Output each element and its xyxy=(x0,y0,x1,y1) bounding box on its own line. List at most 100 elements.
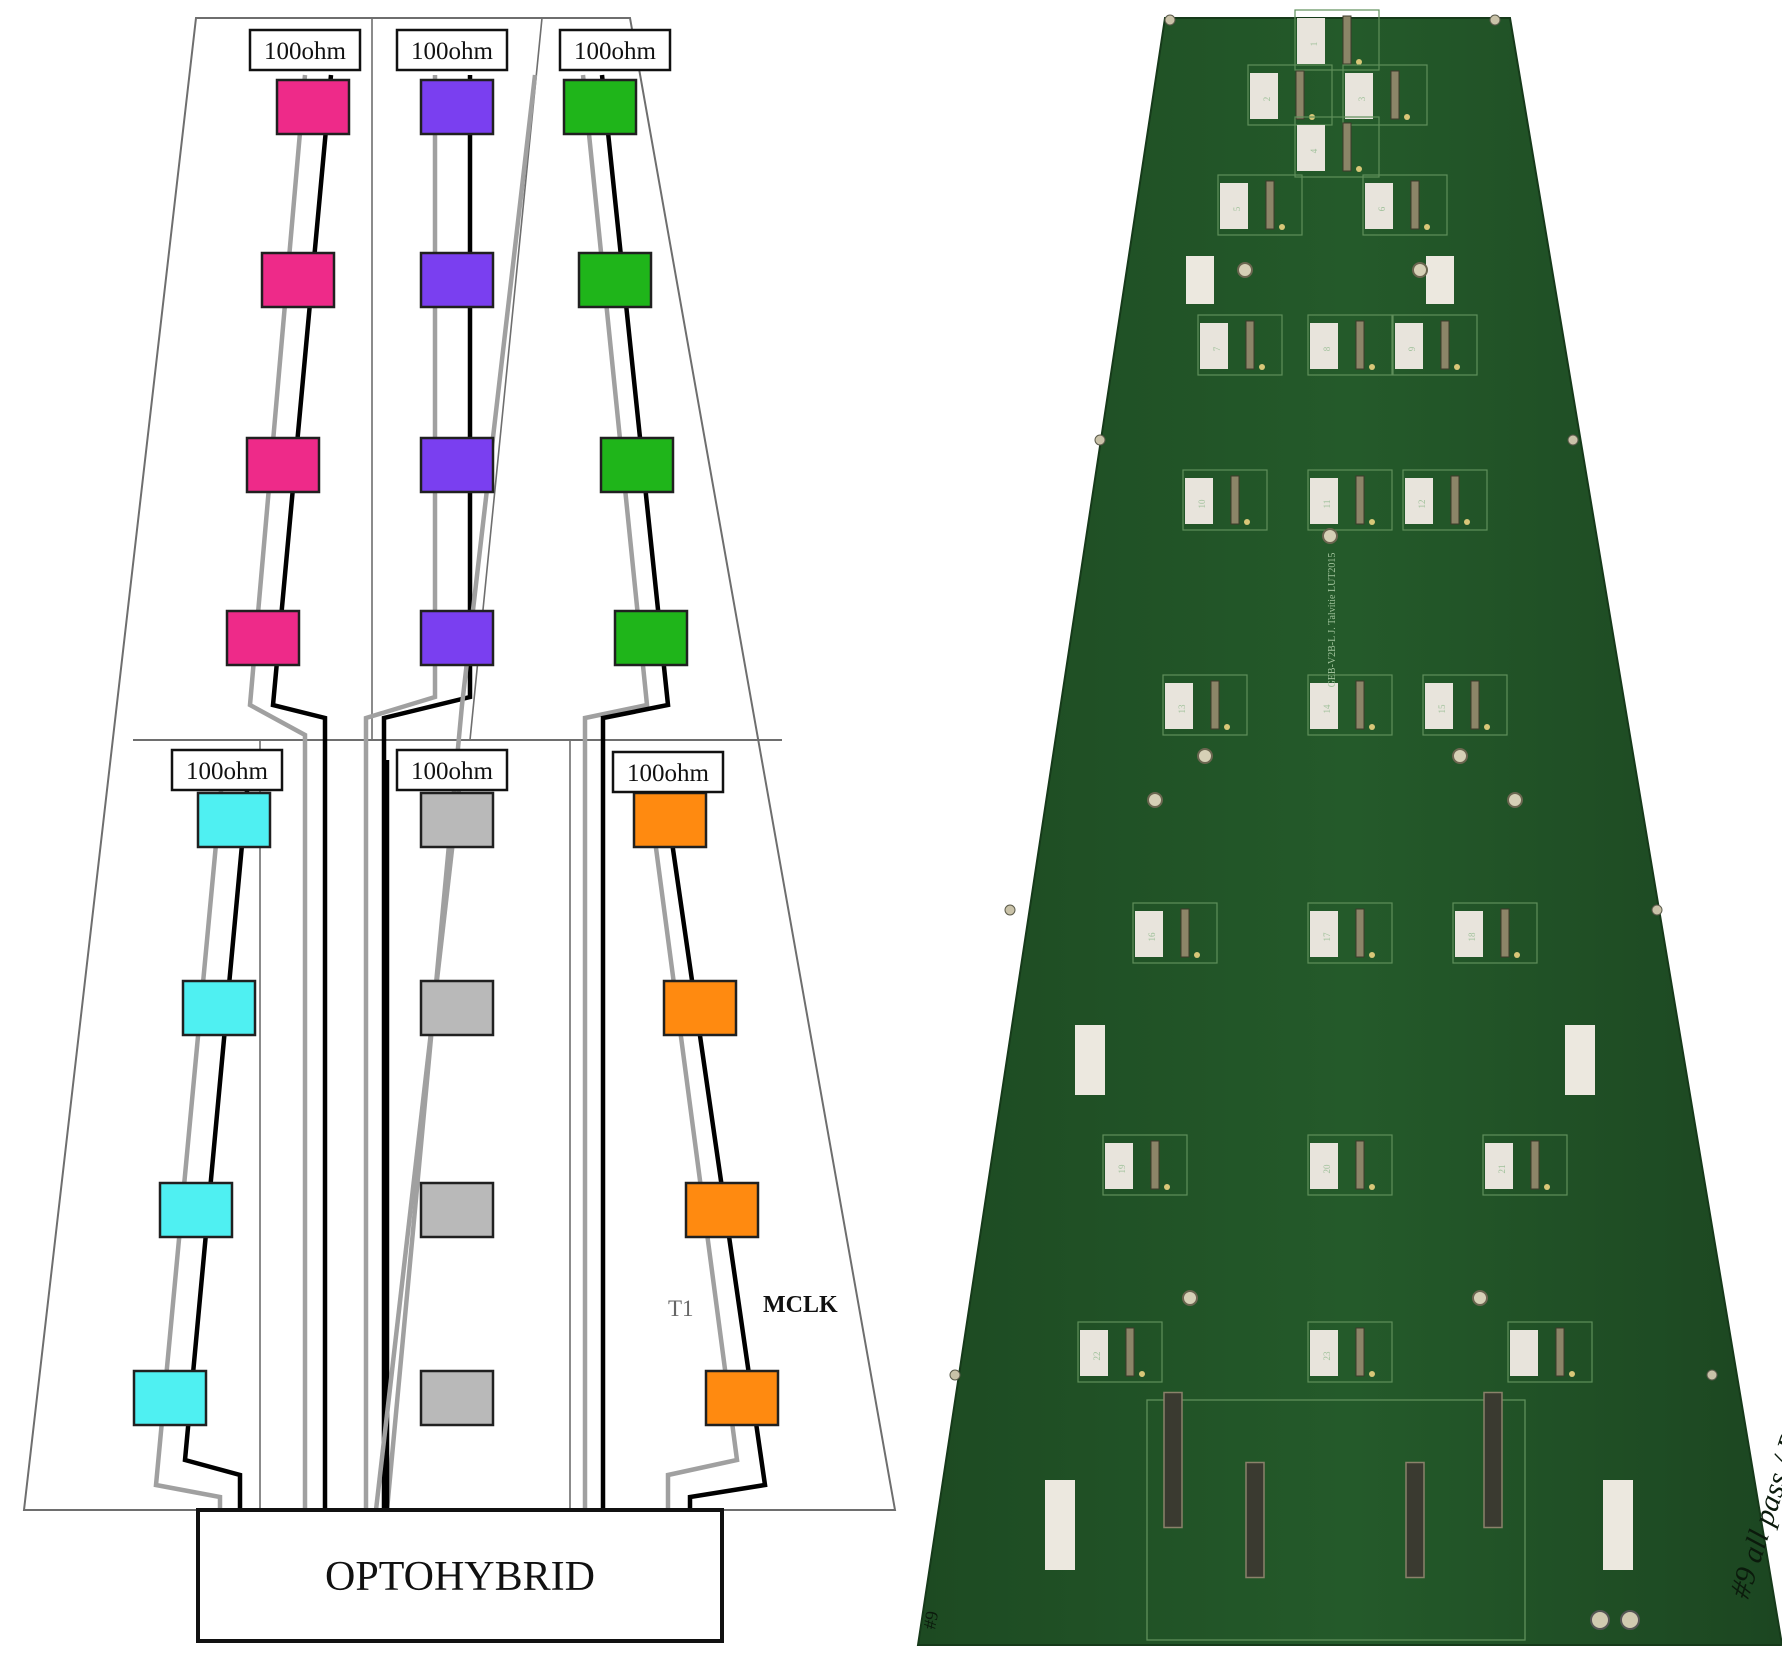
vfat-slot-pad xyxy=(1405,478,1433,524)
standoff xyxy=(1507,792,1523,808)
vfat-slot-pad xyxy=(1310,911,1338,957)
vfat-slot-outline xyxy=(1162,674,1248,736)
optohybrid-footprint xyxy=(1146,1399,1526,1641)
corner-mark: #9 xyxy=(919,1609,942,1630)
terminator-box xyxy=(248,28,362,72)
vfat-chip-purple xyxy=(419,78,495,136)
terminator-label: 100ohm xyxy=(627,760,710,787)
vfat-connector xyxy=(1355,908,1365,958)
solder-point xyxy=(1139,1371,1145,1377)
vfat-slot-outline xyxy=(1482,1134,1568,1196)
vfat-connector xyxy=(1355,1327,1365,1377)
vfat-connector xyxy=(1265,180,1275,230)
vfat-slot-pad xyxy=(1080,1330,1108,1376)
slot-number: 3 xyxy=(1357,96,1367,101)
standoff xyxy=(1452,748,1468,764)
standoff xyxy=(1147,792,1163,808)
t1-trace xyxy=(644,779,740,1510)
vfat-slot-pad xyxy=(1297,125,1325,171)
vfat-slot-pad xyxy=(1455,911,1483,957)
white-label xyxy=(1565,1025,1595,1095)
vfat-slot-pad xyxy=(1200,323,1228,369)
slot-number: 14 xyxy=(1322,704,1332,714)
slot-number: 20 xyxy=(1322,1164,1332,1174)
t1-trace xyxy=(580,74,650,1510)
slot-number: 8 xyxy=(1322,346,1332,351)
vfat-slot-pad xyxy=(1250,73,1278,119)
vfat-slot-outline xyxy=(1307,902,1393,964)
terminator-label: 100ohm xyxy=(411,38,494,65)
vfat-connector xyxy=(1342,15,1352,65)
terminator-box xyxy=(611,750,725,794)
terminator-label: 100ohm xyxy=(186,758,269,785)
mclk-trace xyxy=(270,74,334,1510)
vfat-chip-magenta xyxy=(225,609,301,667)
solder-point xyxy=(1424,224,1430,230)
vfat-slot-outline xyxy=(1307,469,1393,531)
vfat-slot-pad xyxy=(1220,183,1248,229)
solder-point xyxy=(1194,952,1200,958)
solder-point xyxy=(1369,724,1375,730)
vfat-slot-pad xyxy=(1510,1330,1538,1376)
terminator-label: 100ohm xyxy=(411,758,494,785)
slot-number: 15 xyxy=(1437,704,1447,714)
mclk-trace xyxy=(599,74,671,1510)
solder-point xyxy=(1544,1184,1550,1190)
t1-trace xyxy=(153,779,225,1510)
slot-number: 21 xyxy=(1497,1165,1507,1174)
solder-point xyxy=(1224,724,1230,730)
pcb-board xyxy=(916,17,1782,1646)
screw xyxy=(1590,1610,1610,1630)
vfat-connector xyxy=(1410,180,1420,230)
vfat-connector xyxy=(1342,122,1352,172)
vfat-chip-cyan xyxy=(132,1369,208,1427)
vfat-slot-outline xyxy=(1362,174,1448,236)
vfat-chip-green xyxy=(562,78,638,136)
t1-trace xyxy=(373,779,463,1511)
vfat-connector xyxy=(1230,475,1240,525)
vfat-connector xyxy=(1530,1140,1540,1190)
white-label xyxy=(1426,256,1454,304)
vfat-chip-purple xyxy=(419,251,495,309)
mounting-hole xyxy=(1004,904,1016,916)
vfat-chip-green xyxy=(599,436,675,494)
vfat-connector xyxy=(1470,680,1480,730)
vfat-slot-pad xyxy=(1395,323,1423,369)
solder-point xyxy=(1454,364,1460,370)
slot-number: 6 xyxy=(1377,206,1387,211)
mounting-hole xyxy=(1651,904,1663,916)
solder-point xyxy=(1369,1371,1375,1377)
vfat-chip-gray xyxy=(419,1369,495,1427)
standoff xyxy=(1197,748,1213,764)
vfat-slot-pad xyxy=(1135,911,1163,957)
vfat-slot-outline xyxy=(1422,674,1508,736)
slot-number: 13 xyxy=(1177,704,1187,714)
slot-number: 19 xyxy=(1117,1164,1127,1174)
vfat-slot-outline xyxy=(1294,9,1380,71)
slot-number: 5 xyxy=(1232,206,1242,211)
vfat-chip-magenta xyxy=(260,251,336,309)
solder-point xyxy=(1369,364,1375,370)
solder-point xyxy=(1514,952,1520,958)
vfat-slot-pad xyxy=(1185,478,1213,524)
optohybrid-connector xyxy=(1245,1461,1265,1579)
white-label xyxy=(1075,1025,1105,1095)
vfat-chip-orange xyxy=(704,1369,780,1427)
vfat-chip-orange xyxy=(684,1181,760,1239)
standoff xyxy=(1412,262,1428,278)
screw xyxy=(1620,1610,1640,1630)
vfat-chip-cyan xyxy=(196,791,272,849)
legend-t1: T1 xyxy=(668,1296,694,1321)
solder-point xyxy=(1569,1371,1575,1377)
slot-number: 7 xyxy=(1212,346,1222,351)
mclk-trace xyxy=(660,779,768,1510)
mounting-hole xyxy=(1706,1369,1718,1381)
mounting-hole xyxy=(1094,434,1106,446)
vfat-connector xyxy=(1500,908,1510,958)
vfat-slot-pad xyxy=(1165,683,1193,729)
vfat-chip-gray xyxy=(419,791,495,849)
vfat-slot-outline xyxy=(1507,1321,1593,1383)
vfat-slot-outline xyxy=(1452,902,1538,964)
slot-number: 12 xyxy=(1417,500,1427,509)
